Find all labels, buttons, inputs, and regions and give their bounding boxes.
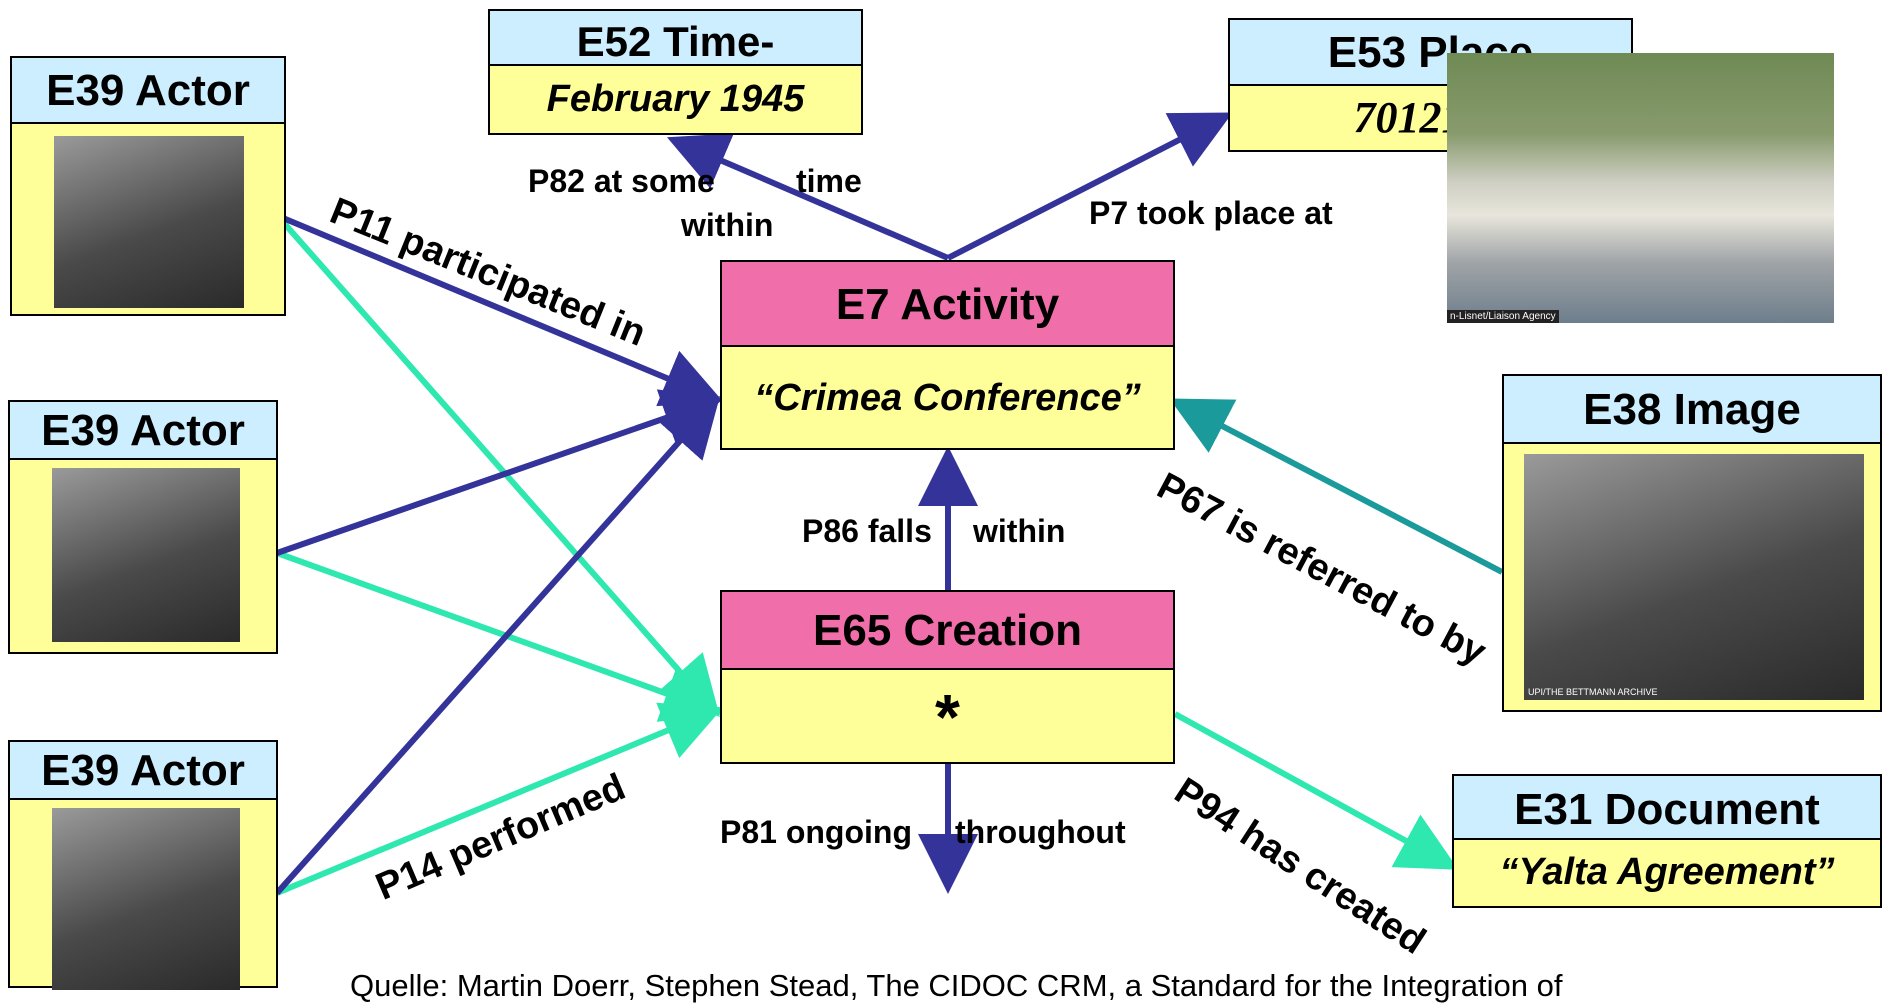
p94-arrow [1173,711,1459,870]
creation-value: * [935,681,960,753]
p82-arrow [666,133,950,261]
time-node[interactable]: E52 Time- February 1945 [488,9,863,135]
p82-label-part3: within [681,207,774,243]
place-photo-credit: n-Lisnet/Liaison Agency [1447,310,1559,323]
actor-node-2[interactable]: E39 Actor [8,400,278,654]
image-title: E38 Image [1504,376,1880,444]
actor-3-title: E39 Actor [10,742,276,800]
p14-arrow-actor1 [280,220,720,717]
time-value: February 1945 [546,78,805,120]
actor-node-1[interactable]: E39 Actor [10,56,286,316]
actor-2-photo [52,468,240,642]
place-node[interactable]: E53 Place 7012124 [1228,18,1633,152]
image-photo: UPI/THE BETTMANN ARCHIVE [1524,454,1864,700]
activity-node[interactable]: E7 Activity “Crimea Conference” [720,260,1175,450]
p82-label-part1: P82 at some [528,163,715,199]
activity-title: E7 Activity [722,262,1173,347]
time-title: E52 Time- [490,11,861,66]
p82-label-part2: time [796,163,862,199]
p11-arrow-actor2 [276,389,724,556]
image-photo-credit: UPI/THE BETTMANN ARCHIVE [1528,687,1658,697]
p86-label-part2: within [973,513,1066,549]
actor-1-photo [54,136,244,308]
actor-node-3[interactable]: E39 Actor [8,740,278,990]
p81-label-part1: P81 ongoing [720,814,912,850]
p86-label-part1: P86 falls [802,513,932,549]
document-title: E31 Document [1454,776,1880,840]
document-value: “Yalta Agreement” [1499,851,1835,893]
p11-arrow-actor3 [274,396,720,895]
creation-node[interactable]: E65 Creation * [720,590,1175,764]
document-node[interactable]: E31 Document “Yalta Agreement” [1452,774,1882,908]
source-footer: Quelle: Martin Doerr, Stephen Stead, The… [350,968,1563,1003]
activity-value: “Crimea Conference” [754,377,1141,419]
p67-arrow [1169,398,1504,575]
p81-label-part2: throughout [955,814,1126,850]
actor-2-title: E39 Actor [10,402,276,460]
p7-label: P7 took place at [1089,195,1333,231]
place-photo: n-Lisnet/Liaison Agency [1447,53,1834,323]
creation-title: E65 Creation [722,592,1173,670]
actor-1-title: E39 Actor [12,58,284,124]
image-node[interactable]: E38 Image UPI/THE BETTMANN ARCHIVE [1502,374,1882,712]
p14-arrow-actor3 [275,702,724,896]
p11-arrow-actor1 [281,215,724,407]
p7-arrow [946,112,1233,261]
actor-3-photo [52,808,240,990]
p14-arrow-actor2 [275,550,724,722]
